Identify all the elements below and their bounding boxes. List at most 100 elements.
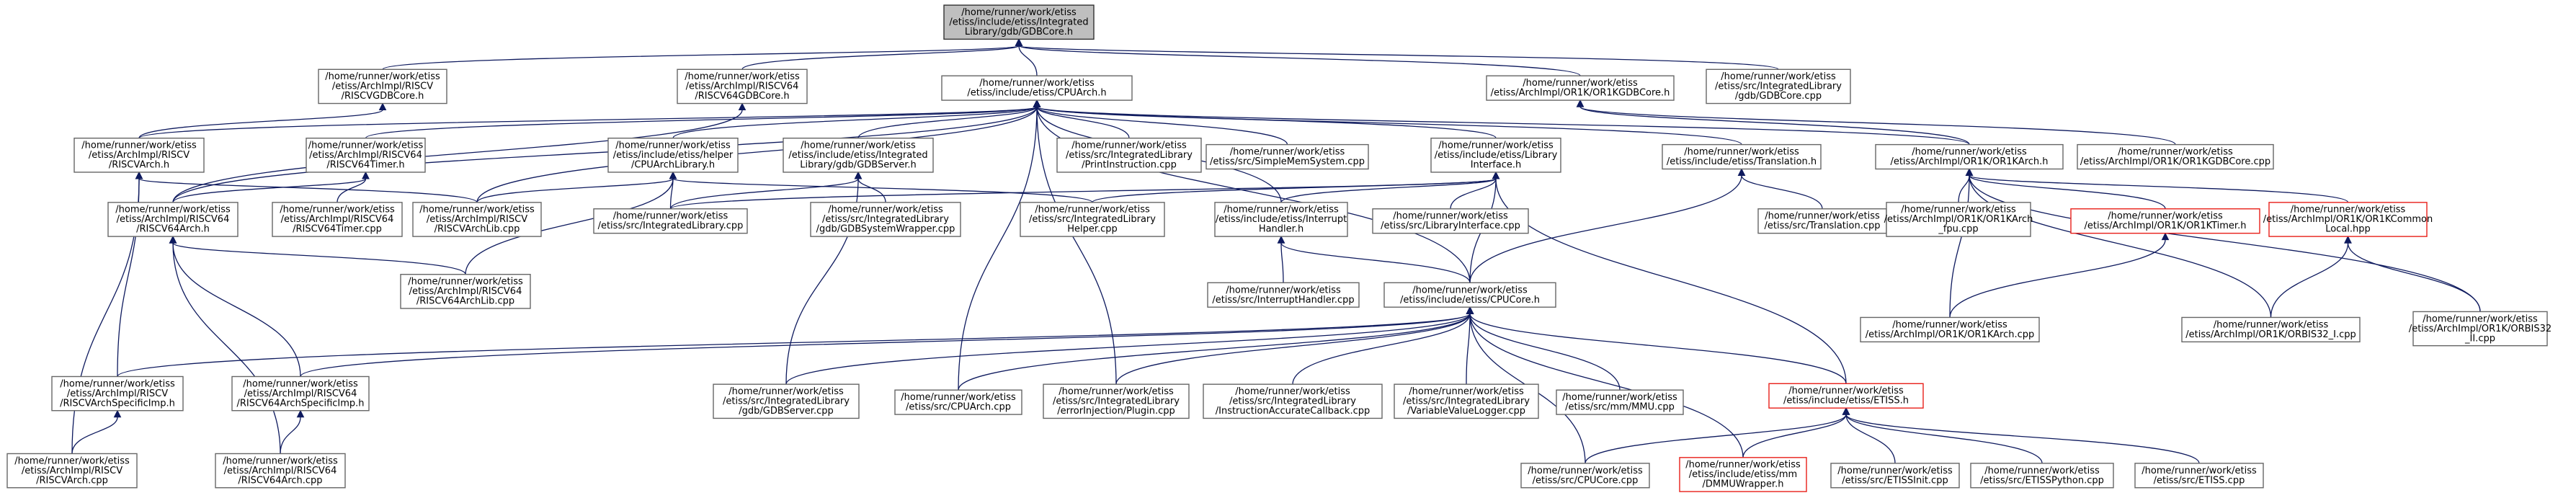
node-label-line: /home/runner/work/etiss [1071, 141, 1187, 151]
node-translationh[interactable]: /home/runner/work/etiss/etiss/include/et… [1662, 143, 1822, 170]
node-riscv64timercpp[interactable]: /home/runner/work/etiss/etiss/ArchImpl/R… [272, 202, 403, 237]
node-label-line: /home/runner/work/etiss [2118, 147, 2233, 158]
node-box [1757, 208, 1887, 234]
node-or1karch[interactable]: /home/runner/work/etiss/etiss/ArchImpl/O… [1875, 143, 2064, 170]
node-etisscpp[interactable]: /home/runner/work/etiss/etiss/src/ETISS.… [2134, 463, 2264, 489]
edge-arrowhead [362, 171, 370, 179]
node-dmmuwrap[interactable]: /home/runner/work/etiss/etiss/include/et… [1679, 457, 1807, 492]
node-box [1768, 383, 1924, 409]
node-interruptcpp[interactable]: /home/runner/work/etiss/etiss/src/Interr… [1207, 282, 1360, 308]
edge-orbis32i-to-or1karch [1965, 168, 2272, 318]
node-intlibcpp[interactable]: /home/runner/work/etiss/etiss/src/Integr… [593, 208, 748, 234]
node-cpuarch[interactable]: /home/runner/work/etiss/etiss/include/et… [941, 75, 1133, 101]
edge-orbis32ii-to-or1karch [1965, 168, 2481, 312]
node-label-line: /home/runner/work/etiss [2108, 211, 2223, 222]
edge-line [672, 178, 1093, 203]
node-riscvgdb[interactable]: /home/runner/work/etiss/etiss/ArchImpl/R… [318, 68, 447, 105]
node-cpucorecpp[interactable]: /home/runner/work/etiss/etiss/src/CPUCor… [1520, 463, 1650, 489]
node-gdbservercpp[interactable]: /home/runner/work/etiss/etiss/src/Integr… [713, 383, 860, 419]
node-box [607, 137, 739, 173]
node-riscv64archcpp[interactable]: /home/runner/work/etiss/etiss/ArchImpl/R… [215, 453, 346, 489]
node-label-line: /home/runner/work/etiss [243, 378, 358, 389]
node-orbis32ii[interactable]: /home/runner/work/etiss/etiss/ArchImpl/O… [2409, 311, 2552, 347]
node-label-line: /home/runner/work/etiss [828, 205, 943, 215]
node-riscv64gdb[interactable]: /home/runner/work/etiss/etiss/ArchImpl/R… [677, 68, 808, 105]
node-label-line: /etiss/src/mm/MMU.cpp [1565, 402, 1675, 413]
node-or1kgdbcpp[interactable]: /home/runner/work/etiss/etiss/ArchImpl/O… [2077, 143, 2274, 170]
node-etissinit[interactable]: /home/runner/work/etiss/etiss/src/ETISSI… [1830, 463, 1960, 489]
node-mmucpp[interactable]: /home/runner/work/etiss/etiss/src/mm/MMU… [1556, 389, 1684, 415]
node-label-line: /VariableValueLogger.cpp [1407, 406, 1525, 417]
node-intlibhelper[interactable]: /home/runner/work/etiss/etiss/src/Integr… [1020, 202, 1165, 237]
node-label-line: /home/runner/work/etiss [1226, 285, 1341, 295]
node-label-line: /etiss/ArchImpl/OR1K/OR1KGDBCore.cpp [2080, 156, 2270, 167]
node-label-line: /etiss/src/IntegratedLibrary [1229, 396, 1356, 407]
node-riscv64arch[interactable]: /home/runner/work/etiss/etiss/ArchImpl/R… [107, 202, 239, 237]
node-interrupth[interactable]: /home/runner/work/etiss/etiss/include/et… [1214, 202, 1348, 237]
node-simplemem[interactable]: /home/runner/work/etiss/etiss/src/Simple… [1205, 143, 1369, 170]
node-or1karchcpp[interactable]: /home/runner/work/etiss/etiss/ArchImpl/O… [1860, 316, 2040, 343]
node-or1kcommon[interactable]: /home/runner/work/etiss/etiss/ArchImpl/O… [2263, 202, 2433, 237]
edge-line [172, 243, 281, 454]
node-gdbcorecpp[interactable]: /home/runner/work/etiss/etiss/src/Integr… [1706, 68, 1851, 105]
node-instracc[interactable]: /home/runner/work/etiss/etiss/src/Integr… [1203, 383, 1383, 419]
node-box [412, 202, 542, 237]
node-label-line: Library/gdb/GDBCore.h [965, 27, 1073, 37]
node-label-line: /gdb/GDBSystemWrapper.cpp [816, 224, 955, 235]
edge-arrowhead [296, 409, 305, 418]
node-label-line: /etiss/src/IntegratedLibrary [1715, 81, 1842, 92]
node-label-line: /etiss/include/etiss/Library [1435, 150, 1558, 161]
node-gdbserverh[interactable]: /home/runner/work/etiss/etiss/include/et… [783, 137, 934, 173]
node-orbis32i[interactable]: /home/runner/work/etiss/etiss/ArchImpl/O… [2181, 316, 2361, 343]
node-label-line: /etiss/include/etiss/ETISS.h [1783, 396, 1909, 406]
node-translationcpp[interactable]: /home/runner/work/etiss/etiss/src/Transl… [1757, 208, 1887, 234]
node-cpuarchcpp[interactable]: /home/runner/work/etiss/etiss/src/CPUArc… [894, 389, 1022, 415]
node-box [2070, 208, 2260, 234]
node-riscvarchlib[interactable]: /home/runner/work/etiss/etiss/ArchImpl/R… [412, 202, 542, 237]
edge-line [1036, 107, 1117, 385]
node-libif[interactable]: /home/runner/work/etiss/etiss/include/et… [1430, 137, 1561, 173]
node-printinstr[interactable]: /home/runner/work/etiss/etiss/src/Integr… [1056, 137, 1202, 173]
node-riscvspec[interactable]: /home/runner/work/etiss/etiss/ArchImpl/R… [51, 375, 184, 412]
edge-line [280, 417, 301, 454]
node-label-line: /home/runner/work/etiss [613, 211, 728, 222]
node-label-line: /home/runner/work/etiss [1393, 211, 1508, 222]
node-riscv64timerh[interactable]: /home/runner/work/etiss/etiss/ArchImpl/R… [306, 137, 426, 173]
node-box [894, 389, 1022, 415]
edge-line [365, 106, 1038, 139]
node-box [810, 202, 961, 237]
node-label-line: /InstructionAccurateCallback.cpp [1216, 406, 1371, 417]
node-label-line: /RISCV64Timer.h [326, 160, 404, 171]
node-box [1662, 143, 1822, 170]
node-etissh[interactable]: /home/runner/work/etiss/etiss/include/et… [1768, 383, 1924, 409]
node-errinj[interactable]: /home/runner/work/etiss/etiss/src/Integr… [1043, 383, 1190, 419]
node-etisspython[interactable]: /home/runner/work/etiss/etiss/src/ETISSP… [1970, 463, 2114, 489]
node-label-line: /RISCV64Timer.cpp [293, 224, 382, 235]
node-label-line: /etiss/src/ETISSInit.cpp [1842, 475, 1948, 486]
node-or1ktimer[interactable]: /home/runner/work/etiss/etiss/ArchImpl/O… [2070, 208, 2260, 234]
node-cpucoreh[interactable]: /home/runner/work/etiss/etiss/include/et… [1383, 282, 1556, 308]
node-label-line: /etiss/ArchImpl/RISCV64 [224, 466, 337, 476]
node-varlogger[interactable]: /home/runner/work/etiss/etiss/src/Integr… [1394, 383, 1539, 419]
edge-arrowhead [135, 171, 143, 179]
node-or1karchfpu[interactable]: /home/runner/work/etiss/etiss/ArchImpl/O… [1884, 202, 2033, 237]
node-label-line: /etiss/ArchImpl/RISCV [89, 150, 190, 161]
node-label-line: /etiss/ArchImpl/RISCV64 [686, 81, 799, 92]
node-riscv64archlib[interactable]: /home/runner/work/etiss/etiss/ArchImpl/R… [400, 274, 531, 309]
node-box [943, 4, 1095, 40]
node-or1kgdbh[interactable]: /home/runner/work/etiss/etiss/ArchImpl/O… [1486, 75, 1675, 101]
edge-arrowhead [2344, 235, 2352, 244]
node-riscv64spec[interactable]: /home/runner/work/etiss/etiss/ArchImpl/R… [231, 375, 370, 412]
node-gdbsyswrap[interactable]: /home/runner/work/etiss/etiss/src/Integr… [810, 202, 961, 237]
node-riscvarch[interactable]: /home/runner/work/etiss/etiss/ArchImpl/R… [73, 137, 205, 173]
node-label-line: /etiss/include/etiss/Translation.h [1667, 156, 1817, 167]
node-helpercpu[interactable]: /home/runner/work/etiss/etiss/include/et… [607, 137, 739, 173]
node-gdbcore[interactable]: /home/runner/work/etiss/etiss/include/et… [943, 4, 1095, 40]
node-libifcpp[interactable]: /home/runner/work/etiss/etiss/src/Librar… [1372, 208, 1529, 234]
node-box [2412, 311, 2548, 347]
node-box [1830, 463, 1960, 489]
node-riscvarchcpp[interactable]: /home/runner/work/etiss/etiss/ArchImpl/R… [6, 453, 138, 489]
edge-line [172, 106, 1038, 203]
edge-riscvarchcpp-to-riscvspec [71, 409, 122, 454]
edge-etissh-to-libif [1492, 171, 1847, 384]
